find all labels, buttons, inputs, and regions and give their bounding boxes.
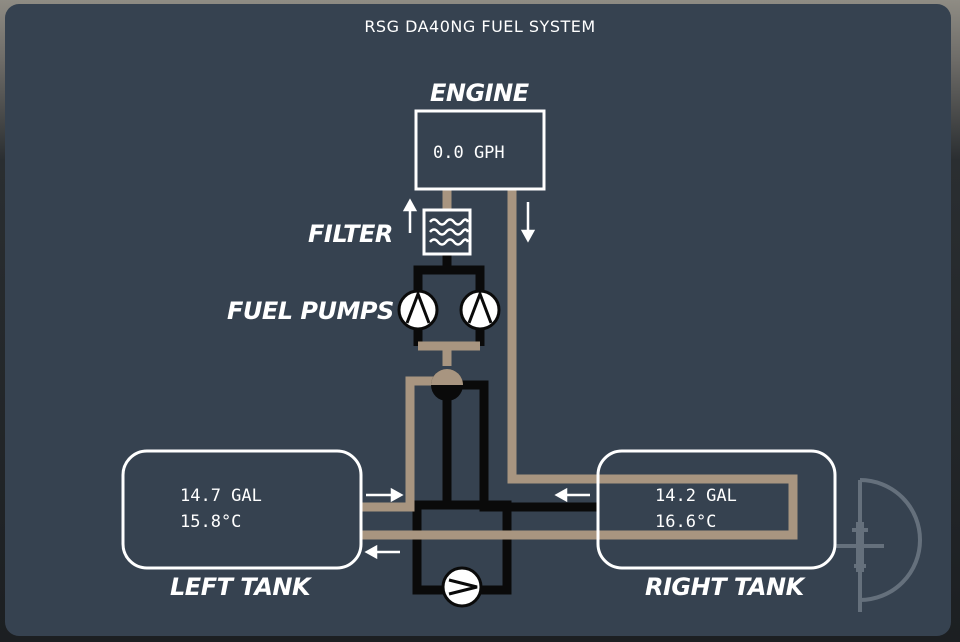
transfer-pump-icon[interactable] [441, 566, 483, 608]
left-tank-box [121, 449, 363, 570]
flow-arrow-icon [364, 544, 400, 560]
filter-label: FILTER [308, 220, 393, 248]
right-tank-box [596, 449, 837, 570]
engine-box [414, 109, 546, 191]
flow-arrow-icon [402, 198, 418, 233]
pump-icon[interactable] [397, 289, 439, 331]
active-fuel-lines [360, 189, 798, 540]
selector-valve-indicator [431, 369, 463, 385]
flow-arrow-icon [366, 487, 404, 503]
right-tank-quantity: 14.2 GAL [655, 486, 737, 506]
transfer-pump-loop [412, 385, 512, 595]
left-tank-quantity: 14.7 GAL [180, 486, 262, 506]
left-tank-label: LEFT TANK [170, 573, 311, 601]
engine-fuel-flow: 0.0 GPH [433, 143, 505, 163]
rsg-logo-watermark [836, 478, 922, 612]
right-tank-feed-line [447, 380, 598, 512]
pump-outlet-line [418, 341, 480, 366]
pump-icon[interactable] [459, 289, 501, 331]
filter-icon [422, 208, 472, 256]
right-tank-label: RIGHT TANK [645, 573, 804, 601]
left-tank-temperature: 15.8°C [180, 512, 242, 532]
fuel-return-line [360, 189, 798, 540]
fuel-pumps-label: FUEL PUMPS [227, 297, 394, 325]
page-title: RSG DA40NG FUEL SYSTEM [364, 17, 596, 36]
right-tank-temperature: 16.6°C [655, 512, 717, 532]
left-tank-feed-line [360, 376, 447, 512]
engine-label: ENGINE [430, 79, 529, 107]
flow-arrow-icon [554, 487, 590, 503]
flow-arrow-icon [520, 202, 536, 243]
